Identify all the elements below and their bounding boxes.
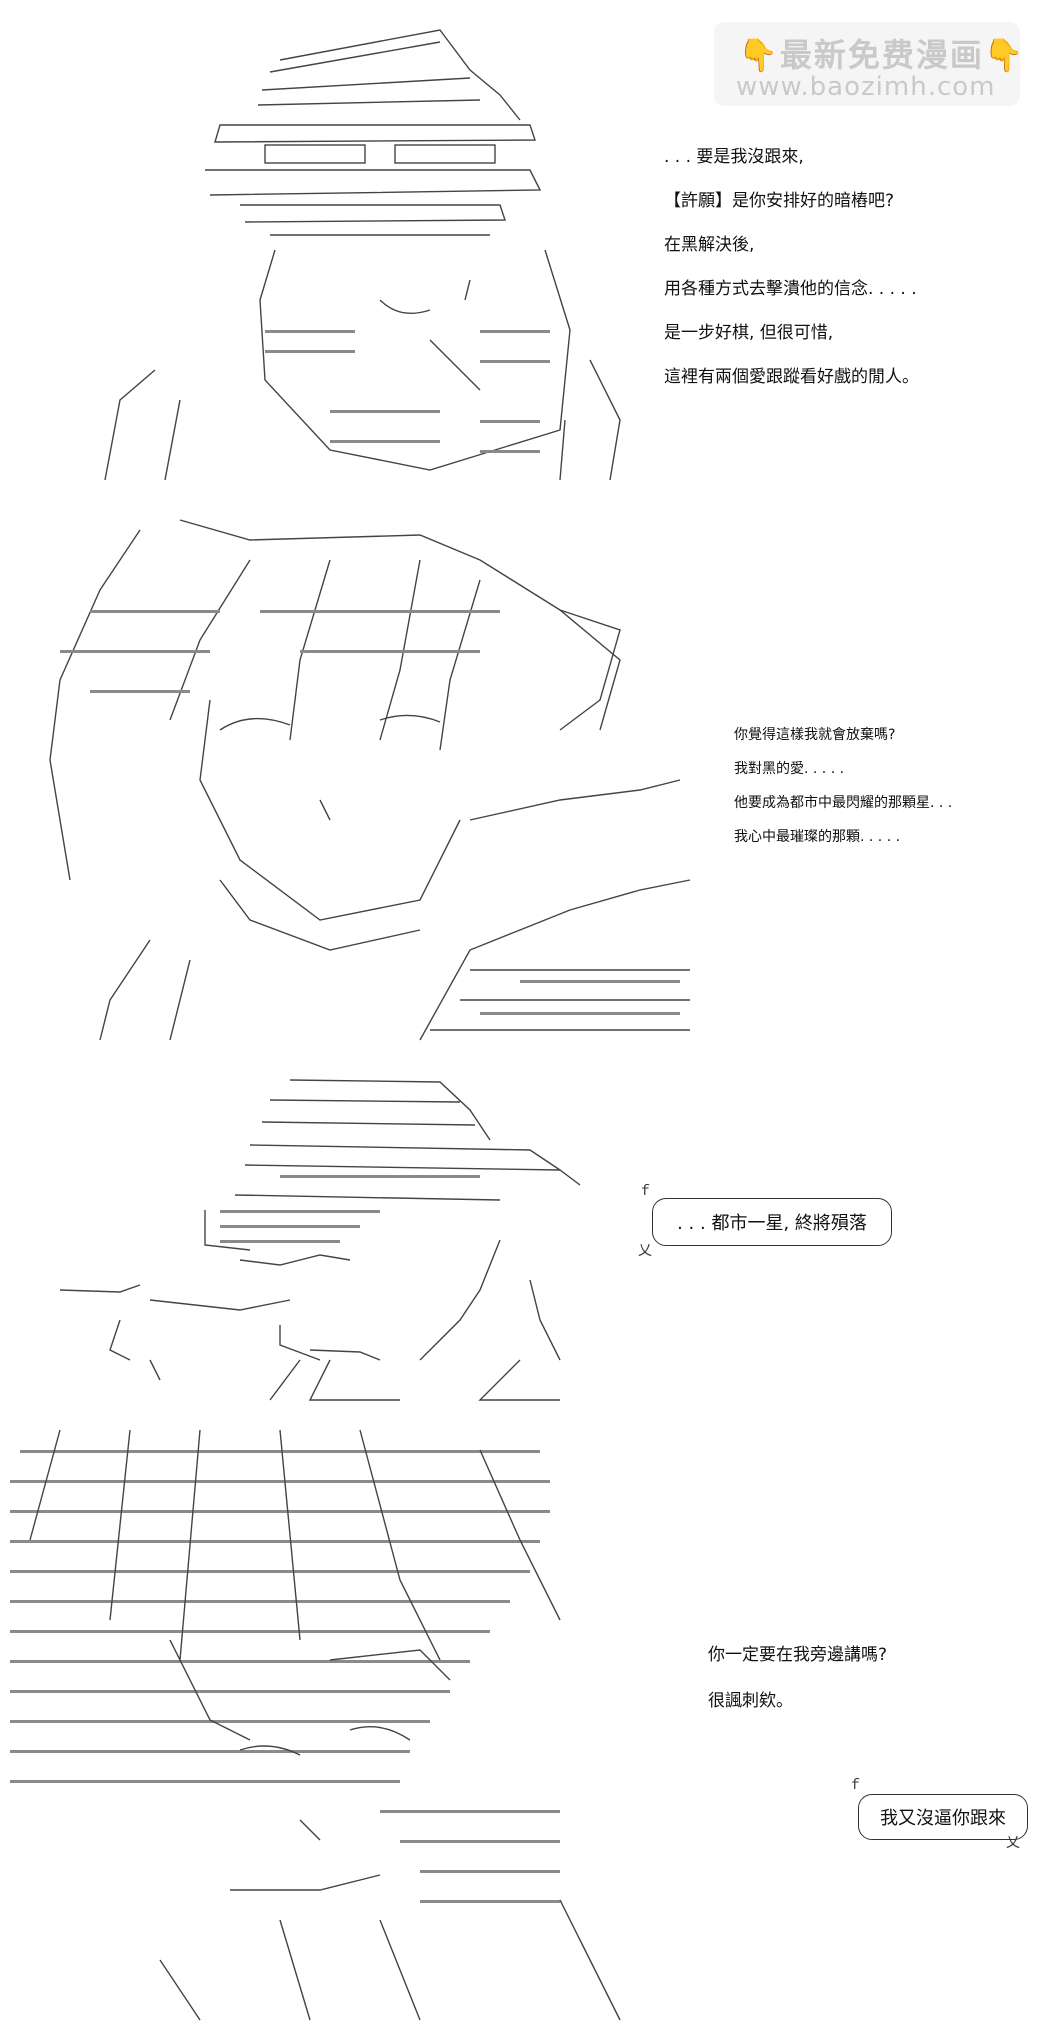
dialogue-line: 我對黑的愛. . . . . <box>734 761 845 777</box>
art-long-hair-figure-with-city <box>49 519 691 1041</box>
bubble-tail-icon: ｆ <box>848 1777 862 1793</box>
watermark: 👇最新免费漫画👇 www.baozimh.com <box>714 22 1024 106</box>
dialogue-line: . . . 要是我沒跟來, <box>664 147 804 167</box>
pointing-hand-icon: 👇 <box>738 36 780 74</box>
speech-bubble: . . . 都市一星, 終將殞落 <box>652 1198 892 1246</box>
watermark-url: www.baozimh.com <box>736 72 996 102</box>
bubble-tail-icon: ｆ <box>638 1183 652 1199</box>
panel-1: . . . 要是我沒跟來, 【許願】是你安排好的暗樁吧? 在黑解決後, 用各種方… <box>0 0 1040 500</box>
dialogue-line: 我心中最璀璨的那顆. . . . . <box>734 829 901 845</box>
dialogue-line: 在黑解決後, <box>664 235 755 255</box>
art-hat-man-lowering-head <box>59 1079 581 1401</box>
dialogue-line: 很諷刺欸。 <box>708 1691 793 1711</box>
watermark-title: 👇最新免费漫画👇 <box>738 36 1026 74</box>
panel-4: 你一定要在我旁邊講嗎? 很諷刺欸。 我又沒逼你跟來 ｆ 乂 <box>0 1420 1040 2040</box>
speech-bubble: 我又沒逼你跟來 <box>858 1794 1028 1840</box>
dialogue-line: 你一定要在我旁邊講嗎? <box>708 1645 888 1665</box>
bubble-tail-icon: 乂 <box>1006 1835 1020 1851</box>
dialogue-line: 你覺得這樣我就會放棄嗎? <box>734 727 896 743</box>
panel-3: . . . 都市一星, 終將殞落 ｆ 乂 <box>0 1060 1040 1420</box>
dialogue-line: 【許願】是你安排好的暗樁吧? <box>664 191 895 211</box>
art-close-up-face <box>10 1429 621 2021</box>
dialogue-line: 用各種方式去擊潰他的信念. . . . . <box>664 279 917 299</box>
dialogue-line: 這裡有兩個愛跟蹤看好戲的閒人。 <box>664 367 919 387</box>
art-hat-man-figure <box>104 29 621 481</box>
dialogue-line: 他要成為都市中最閃耀的那顆星. . . <box>734 795 953 811</box>
pointing-hand-icon: 👇 <box>983 36 1026 74</box>
dialogue-line: 是一步好棋, 但很可惜, <box>664 323 834 343</box>
panel-2: 你覺得這樣我就會放棄嗎? 我對黑的愛. . . . . 他要成為都市中最閃耀的那… <box>0 500 1040 1060</box>
bubble-tail-icon: 乂 <box>638 1243 652 1259</box>
